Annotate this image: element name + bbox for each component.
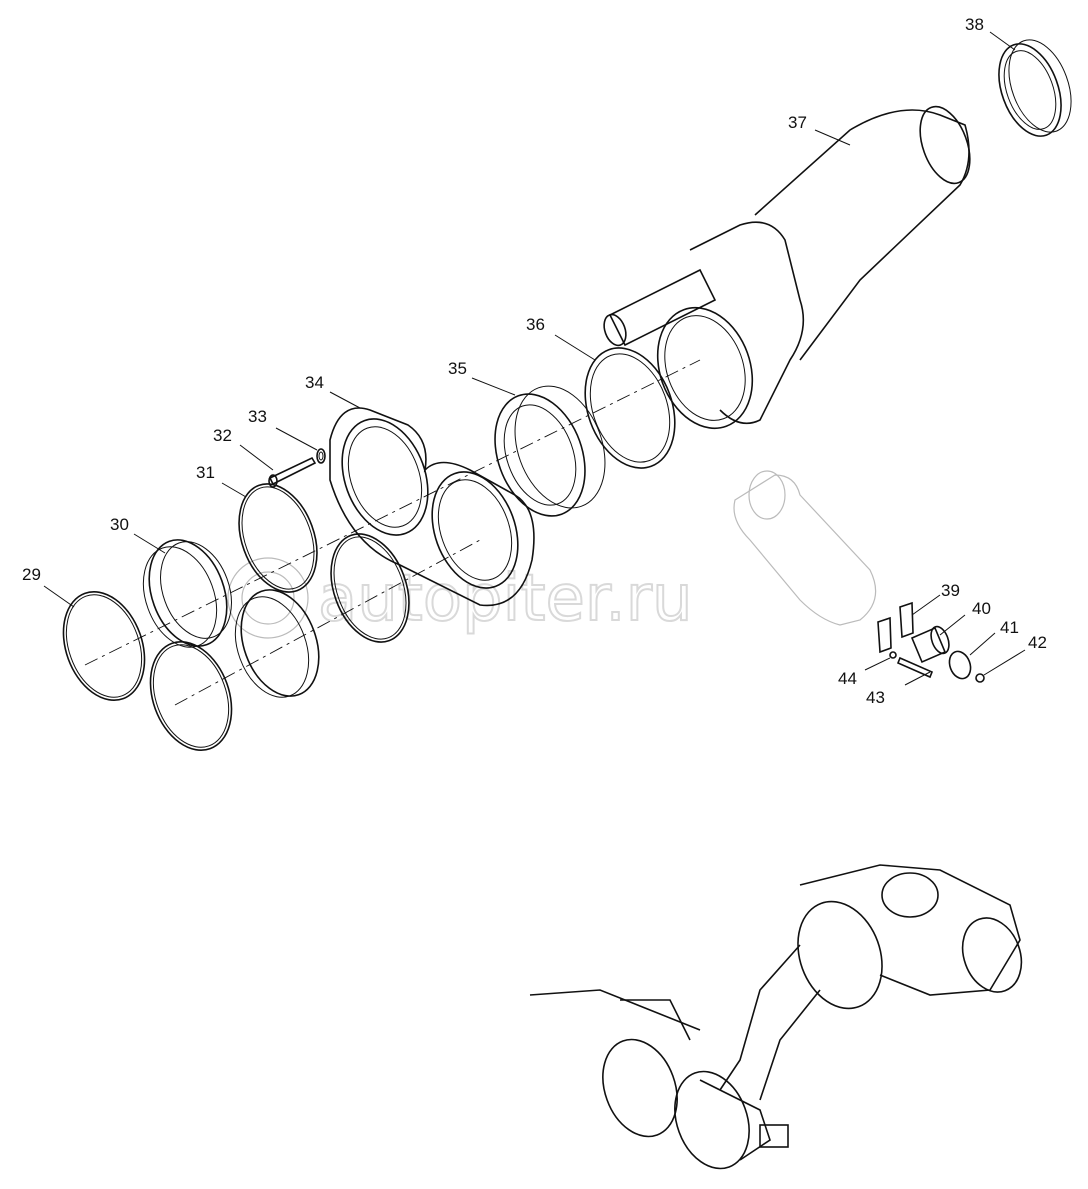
part-34-plate	[329, 407, 535, 607]
label-32: 32	[213, 426, 232, 445]
leader-lines	[43, 31, 1026, 686]
part-33-washer	[316, 448, 326, 464]
watermark: autopiter.ru	[227, 557, 694, 639]
watermark-text: autopiter.ru	[318, 562, 693, 636]
label-41: 41	[1000, 618, 1019, 637]
label-35: 35	[448, 359, 467, 378]
label-38: 38	[965, 15, 984, 34]
part-39-clip	[877, 601, 914, 654]
part-30-ring	[142, 539, 232, 648]
part-32-bolt	[268, 456, 317, 488]
part-29-o-ring	[62, 590, 146, 702]
label-42: 42	[1028, 633, 1047, 652]
label-43: 43	[866, 688, 885, 707]
part-44-washer	[889, 651, 897, 659]
part-41-gasket	[948, 650, 972, 680]
label-33: 33	[248, 407, 267, 426]
ghost-tube	[733, 470, 877, 626]
part-40-cap	[910, 625, 950, 664]
label-30: 30	[110, 515, 129, 534]
label-37: 37	[788, 113, 807, 132]
part-31-thin-ring	[238, 483, 318, 593]
part-42-nut	[975, 673, 985, 683]
assembly-axis-lower	[174, 539, 481, 706]
label-29: 29	[22, 565, 41, 584]
label-44: 44	[838, 669, 857, 688]
part-37-axle-housing	[603, 105, 971, 430]
part-35-sleeve	[494, 385, 606, 517]
label-34: 34	[305, 373, 324, 392]
part-36-ring	[584, 347, 676, 469]
assembly-axis	[84, 359, 701, 666]
part-43-pin	[896, 656, 934, 679]
label-36: 36	[526, 315, 545, 334]
part-38-ring	[998, 39, 1072, 137]
part-30-ring-second	[234, 589, 320, 698]
part-29-o-ring-second	[149, 640, 233, 752]
assembly-overview	[529, 864, 1023, 1170]
label-39: 39	[941, 581, 960, 600]
label-40: 40	[972, 599, 991, 618]
part-labels: 29 30 31 32 33 34 35 36 37 38 39 40 41 4…	[22, 15, 1047, 707]
part-31-thin-ring-second	[330, 533, 410, 643]
label-31: 31	[196, 463, 215, 482]
